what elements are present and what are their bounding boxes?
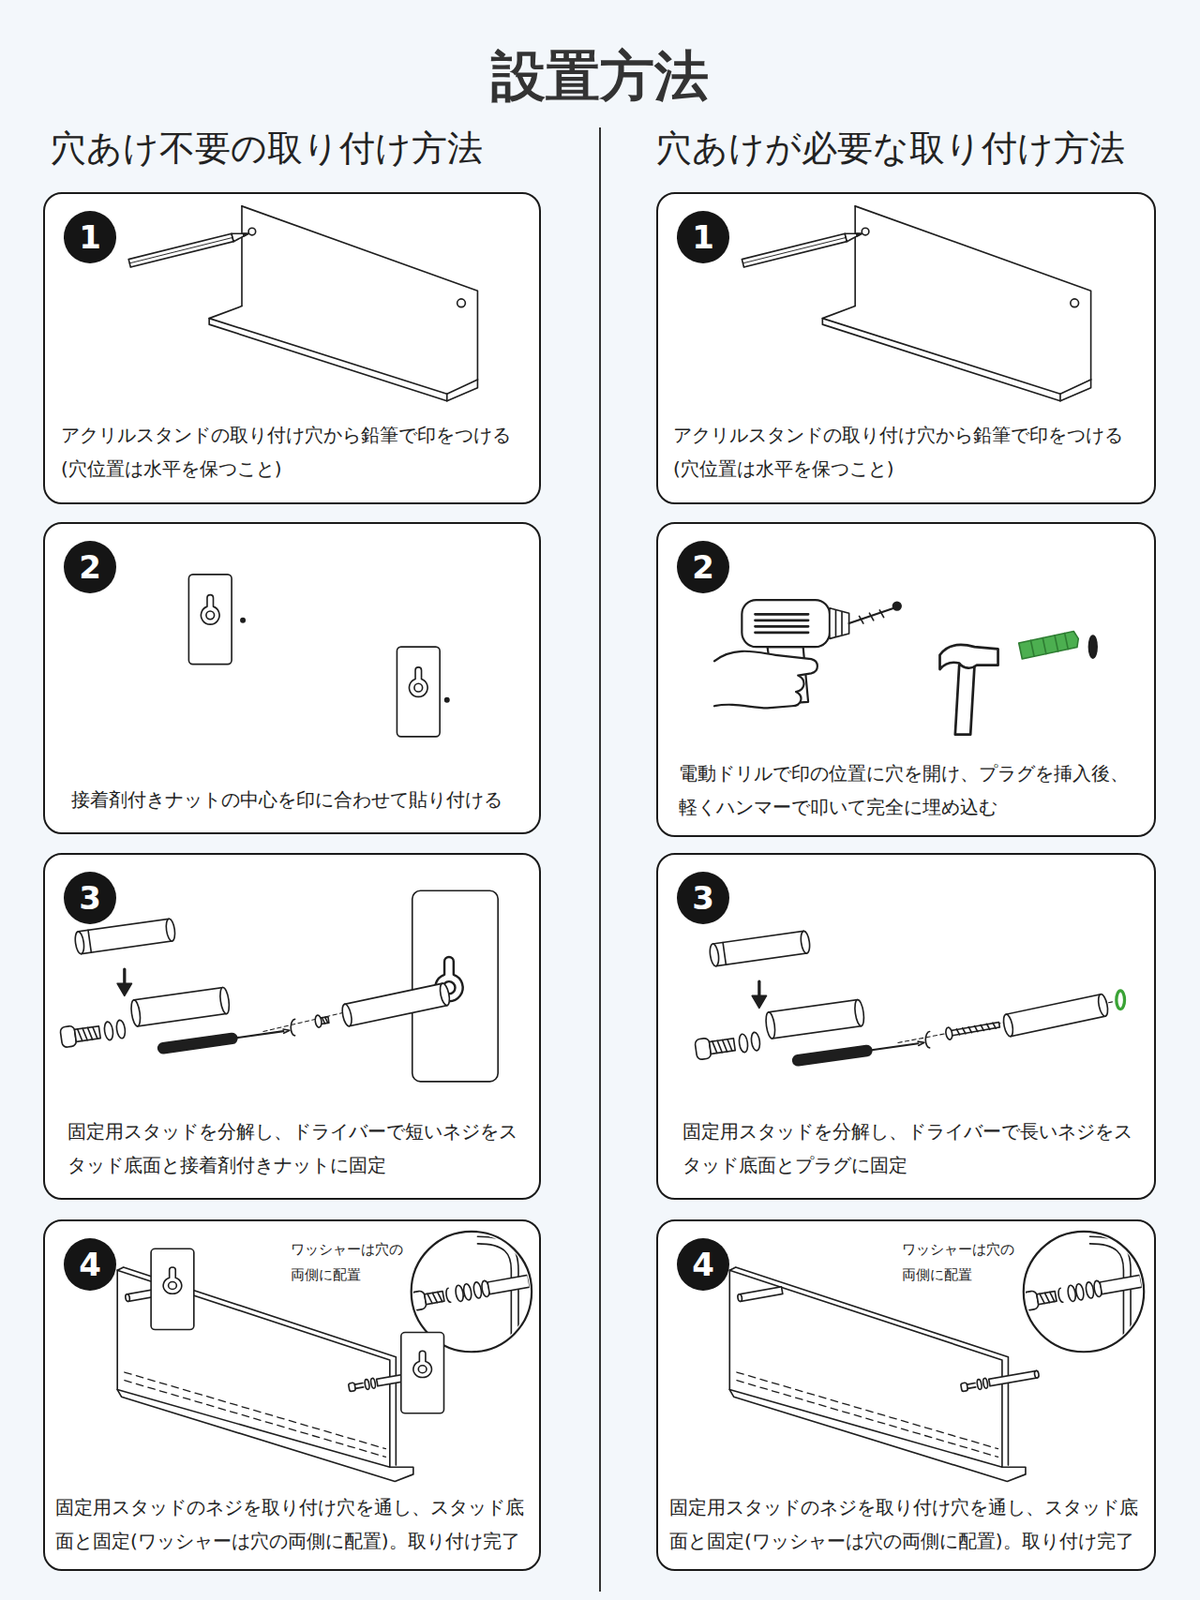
stud-assembly [956,1022,996,1036]
power-drill [714,600,901,708]
step-panel: アクリルスタンドの取り付け穴から鉛筆で印をつける (穴位置は水平を保つこと) 1 [43,192,541,505]
power-drill [714,651,818,709]
step-number-text: 3 [63,871,117,925]
stud-assembly [694,930,1125,1067]
stud-assembly [60,890,498,1082]
column-divider [599,127,601,1592]
illustration [128,206,478,402]
step-caption: 固定用スタッドのネジを取り付け穴を通し、スタッド底 面と固定(ワッシャーは穴の両… [669,1490,1148,1559]
title-block: 設置方法 [0,43,1200,109]
step-number-text: 1 [63,210,117,264]
step-caption: アクリルスタンドの取り付け穴から鉛筆で印をつける (穴位置は水平を保つこと) [60,418,534,486]
illustration [401,1333,445,1414]
step-panel: 電動ドリルで印の位置に穴を開け、プラグを挿入後、 軽くハンマーで叩いて完全に埋め… [656,522,1156,838]
step-number: 3 [676,871,730,925]
stud-assembly [1096,993,1110,1018]
panel-fill [44,1220,540,1571]
power-drill [741,600,830,647]
wall-plug [1019,630,1097,660]
stud-assembly [694,930,930,1067]
panel-fill [44,523,540,834]
stud-assembly [321,1017,328,1024]
hammer [940,645,999,670]
illustration [396,646,440,737]
panel-fill [44,193,540,504]
stud-assembly [340,982,451,1027]
stud-assembly [945,1019,1001,1041]
step-number: 4 [63,1238,117,1291]
step-panel: 接着剤付きナットの中心を印に合わせて貼り付ける 2 [43,522,541,835]
stud-assembly [314,1015,322,1029]
panel-fill [657,854,1155,1200]
step-number: 3 [63,871,117,925]
stud-assembly [1002,993,1110,1038]
illustration [445,698,450,703]
step-caption: 固定用スタッドを分解し、ドライバーで長いネジをス タッド底面とプラグに固定 [682,1114,1152,1183]
step-number-text: 2 [676,540,730,594]
stud-assembly [345,983,448,1027]
column-heading-box: 穴あけが必要な取り付け方法 [656,125,1191,171]
illustration [188,574,232,665]
step-number-text: 3 [676,871,730,925]
step-number-text: 4 [63,1238,117,1291]
stud-assembly [945,1027,954,1041]
illustration [741,206,1091,402]
stud-assembly [1005,994,1106,1037]
stud-assembly [948,1022,1001,1037]
power-drill [835,610,842,637]
wall-plug [1030,633,1068,658]
panel-fill [657,523,1155,837]
illustration [240,618,245,623]
stud-assembly [1002,1013,1015,1037]
illustration [150,1248,195,1330]
power-drill [849,608,895,624]
illustration [60,206,1144,1483]
callout-note-box: ワッシャーは穴の 両側に配置 [290,1237,408,1289]
step-number-text: 4 [676,1238,730,1291]
step-number-text: 2 [63,540,117,594]
step-caption: 固定用スタッドを分解し、ドライバーで短いネジをス タッド底面と接着剤付きナットに… [67,1114,537,1183]
callout-note-box: ワッシャーは穴の 両側に配置 [901,1237,1020,1289]
step-panel: 固定用スタッドを分解し、ドライバーで長いネジをス タッド底面とプラグに固定 3 [656,853,1156,1200]
stud-assembly [340,1003,353,1027]
step-caption: 電動ドリルで印の位置に穴を開け、プラグを挿入後、 軽くハンマーで叩いて完全に埋め… [678,756,1152,825]
step-number: 2 [676,540,730,594]
step-number: 2 [63,540,117,594]
step-number: 1 [63,210,117,264]
hammer [955,665,975,735]
stud-assembly [60,918,296,1055]
wall-plug [1019,630,1080,660]
column-heading: 穴あけが必要な取り付け方法 [656,125,1191,171]
stud-assembly [314,1014,330,1029]
stud-assembly [412,890,498,1082]
callout-note: ワッシャーは穴の 両側に配置 [290,1237,408,1289]
step-caption: 固定用スタッドのネジを取り付け穴を通し、スタッド底 面と固定(ワッシャーは穴の両… [55,1490,534,1559]
step-panel: アクリルスタンドの取り付け穴から鉛筆で印をつける (穴位置は水平を保つこと) 1 [656,192,1156,505]
step-caption: アクリルスタンドの取り付け穴から鉛筆で印をつける (穴位置は水平を保つこと) [673,418,1146,486]
step-panel: 固定用スタッドを分解し、ドライバーで短いネジをス タッド底面と接着剤付きナットに… [43,853,541,1200]
column-heading: 穴あけ不要の取り付け方法 [50,125,585,171]
panel-fill [44,854,540,1200]
step-number: 1 [676,210,730,264]
illustration [729,1231,1144,1483]
power-drill [892,601,901,611]
illustration [117,1231,532,1483]
power-drill [859,610,885,624]
hammer [940,645,999,735]
power-drill [829,608,850,640]
stud-assembly [1116,990,1125,1010]
page-title: 設置方法 [0,43,1200,109]
column-heading-box: 穴あけ不要の取り付け方法 [50,125,585,171]
step-caption: 接着剤付きナットの中心を印に合わせて貼り付ける [71,782,544,817]
panel-fill [657,1220,1155,1571]
stud-assembly [438,982,451,1006]
step-number: 4 [676,1238,730,1291]
panel-fill [657,193,1155,504]
step-number-text: 1 [676,210,730,264]
wall-plug [1088,635,1097,659]
power-drill [754,614,809,633]
callout-note: ワッシャーは穴の 両側に配置 [901,1237,1020,1289]
wall-plug [1019,630,1080,660]
